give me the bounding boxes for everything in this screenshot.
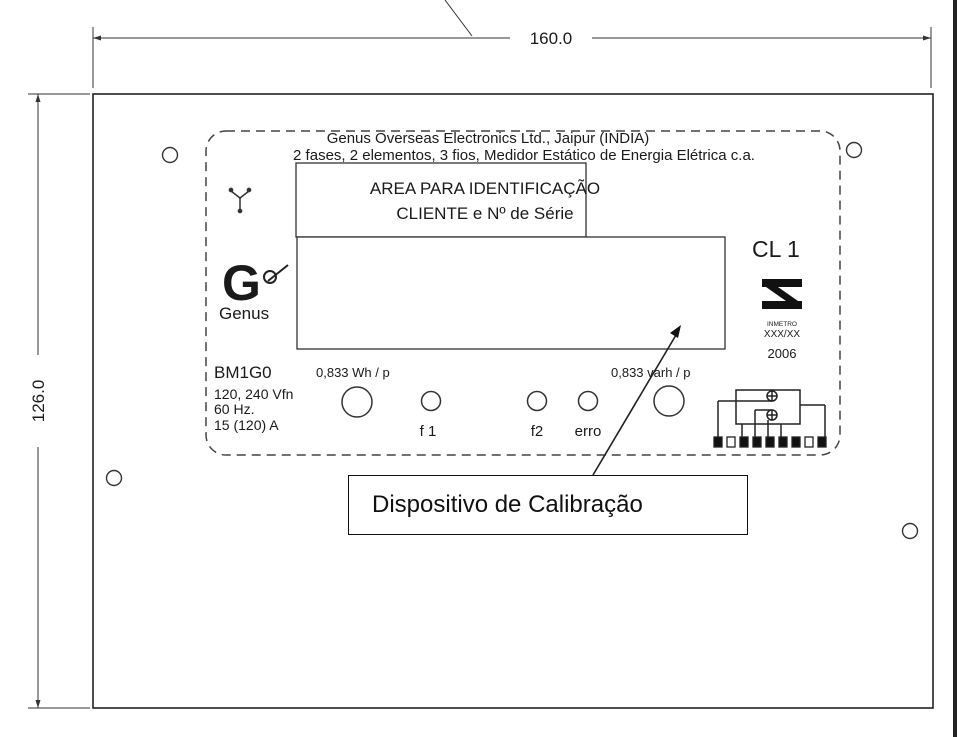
certification-year: 2006 <box>768 346 797 361</box>
identification-area-line1: AREA PARA IDENTIFICAÇÃO <box>370 179 600 198</box>
width-dimension-label: 160.0 <box>530 29 573 48</box>
three-wire-symbol-icon <box>228 187 252 214</box>
active-pulse-constant: 0,833 Wh / p <box>316 365 390 380</box>
width-dimension: 160.0 <box>92 27 932 88</box>
wiring-diagram-icon <box>717 389 826 438</box>
meter-description-text: 2 fases, 2 elementos, 3 fios, Medidor Es… <box>293 147 755 164</box>
error-indicator <box>577 390 599 412</box>
accuracy-class: CL 1 <box>752 236 800 262</box>
callout-leader-line <box>592 329 680 476</box>
height-dimension: 126.0 <box>28 93 90 709</box>
identification-area-line2: CLIENTE e Nº de Série <box>396 204 573 223</box>
top-leader-line <box>444 0 473 37</box>
mounting-hole <box>901 522 919 540</box>
f1-indicator <box>420 390 442 412</box>
active-energy-led <box>341 386 373 418</box>
certification-code: XXX/XX <box>764 329 800 340</box>
mounting-hole <box>161 146 179 164</box>
genus-logo: G Genus <box>219 255 289 323</box>
calibration-device-label: Dispositivo de Calibração <box>372 491 643 518</box>
rated-current: 15 (120) A <box>214 417 279 433</box>
mounting-hole <box>845 141 863 159</box>
rated-frequency: 60 Hz. <box>214 401 254 417</box>
f2-indicator <box>526 390 548 412</box>
nameplate-outline <box>205 130 841 456</box>
height-dimension-label: 126.0 <box>29 380 48 423</box>
calibration-device-callout: Dispositivo de Calibração <box>348 475 748 535</box>
terminal-block <box>713 436 827 448</box>
certification-org: INMETRO <box>767 321 797 328</box>
f1-label: f 1 <box>420 423 437 440</box>
rated-voltage: 120, 240 Vfn <box>214 386 293 402</box>
reactive-pulse-constant: 0,833 varh / p <box>611 365 691 380</box>
identification-area-box <box>295 162 587 238</box>
inmetro-mark-icon: INMETRO XXX/XX 2006 <box>762 279 802 361</box>
brand-name: Genus <box>219 304 269 323</box>
mounting-hole <box>105 469 123 487</box>
genus-logo-letter: G <box>222 255 261 311</box>
reactive-energy-led <box>653 385 685 417</box>
model-name: BM1G0 <box>214 363 272 382</box>
display-window <box>296 236 726 350</box>
callout-arrow-icon <box>670 325 681 338</box>
f2-label: f2 <box>531 423 544 440</box>
error-label: erro <box>575 423 602 440</box>
manufacturer-text: Genus Overseas Electronics Ltd., Jaipur … <box>327 130 650 147</box>
